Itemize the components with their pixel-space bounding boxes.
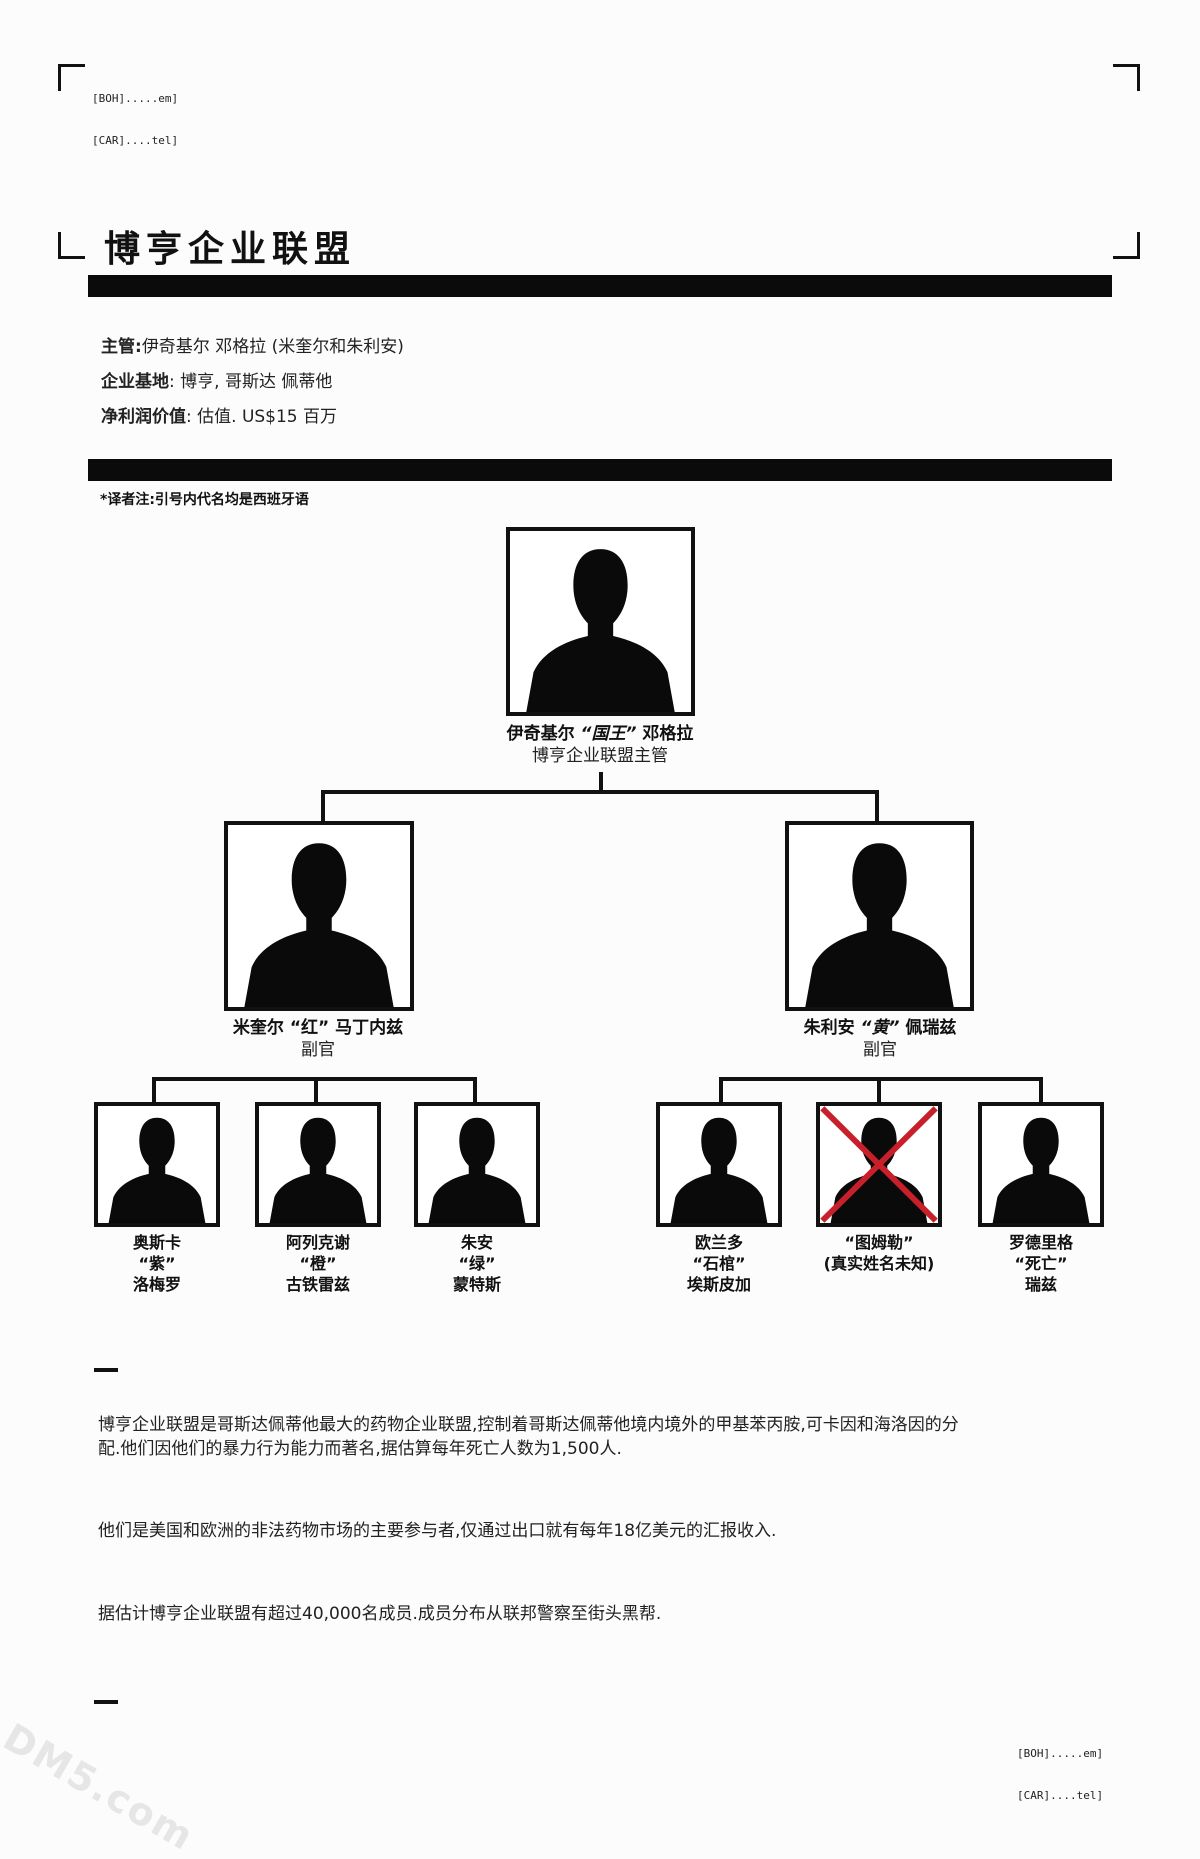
portrait-member-6 — [978, 1102, 1104, 1227]
member-3-nickname: “绿” — [458, 1254, 496, 1273]
info-profit: 净利润价值: 估值. US$15 百万 — [101, 402, 337, 427]
caption-member-4: 欧兰多 “石棺” 埃斯皮加 — [639, 1232, 799, 1295]
divider-bar-top — [88, 275, 1112, 297]
leader-name-last: 邓格拉 — [636, 724, 694, 744]
caption-member-5: “图姆勒” (真实姓名未知) — [794, 1232, 964, 1274]
translator-note: *译者注:引号内代名均是西班牙语 — [100, 492, 309, 508]
lieutenant-left-role: 副官 — [301, 1040, 335, 1060]
caption-member-6: 罗德里格 “死亡” 瑞兹 — [961, 1232, 1121, 1295]
frame-corner-top-left — [58, 64, 85, 91]
portrait-leader — [506, 527, 695, 716]
silhouette-icon — [830, 1117, 928, 1223]
member-6-surname: 瑞兹 — [1024, 1275, 1057, 1294]
caption-leader: 伊奇基尔 “国王” 邓格拉 博亨企业联盟主管 — [440, 723, 760, 767]
connector-right-horizontal — [719, 1077, 1043, 1081]
frame-corner-title-left — [58, 232, 85, 259]
header-code-line-2: [CAR]....tel] — [92, 134, 179, 147]
footer-code-line-1: [BOH].....em] — [1017, 1747, 1104, 1760]
member-6-nickname: “死亡” — [1014, 1254, 1068, 1273]
member-2-name: 阿列克谢 — [285, 1233, 350, 1252]
lieutenant-right-nickname: “黄” — [860, 1018, 900, 1038]
member-5-name: “图姆勒” — [844, 1233, 914, 1252]
info-base-label: 企业基地 — [101, 372, 169, 392]
member-1-nickname: “紫” — [138, 1254, 176, 1273]
lieutenant-right-first: 朱利安 — [803, 1018, 861, 1038]
page-title: 博亨企业联盟 — [104, 229, 357, 270]
caption-member-3: 朱安 “绿” 蒙特斯 — [397, 1232, 557, 1295]
leader-name-first: 伊奇基尔 — [506, 724, 581, 744]
header-code-line-1: [BOH].....em] — [92, 92, 179, 105]
member-1-surname: 洛梅罗 — [132, 1275, 181, 1294]
portrait-lieutenant-right — [785, 821, 974, 1011]
connector-left-drop-2 — [314, 1077, 318, 1103]
caption-member-1: 奥斯卡 “紫” 洛梅罗 — [77, 1232, 237, 1295]
info-profit-label: 净利润价值 — [101, 407, 186, 427]
lieutenant-left-name: 米奎尔 “红” 马丁内兹 — [232, 1018, 404, 1038]
connector-top-left-drop — [321, 790, 325, 822]
footer-code: [BOH].....em] [CAR]....tel] — [1017, 1719, 1103, 1817]
section-dash-top — [94, 1368, 118, 1372]
connector-right-drop-1 — [719, 1077, 723, 1103]
watermark-logo: DM5.com — [0, 1715, 203, 1859]
leader-role: 博亨企业联盟主管 — [532, 746, 668, 766]
paragraph-3: 据估计博亨企业联盟有超过40,000名成员.成员分布从联邦警察至街头黑帮. — [98, 1604, 662, 1624]
member-4-nickname: “石棺” — [692, 1254, 746, 1273]
portrait-member-4 — [656, 1102, 782, 1227]
header-code: [BOH].....em] [CAR]....tel] — [92, 64, 178, 162]
portrait-member-1 — [94, 1102, 220, 1227]
silhouette-icon — [244, 843, 394, 1007]
silhouette-icon — [526, 549, 675, 712]
paragraph-1: 博亨企业联盟是哥斯达佩蒂他最大的药物企业联盟,控制着哥斯达佩蒂他境内境外的甲基苯… — [98, 1415, 959, 1459]
member-3-name: 朱安 — [460, 1233, 493, 1252]
connector-top-right-drop — [875, 790, 879, 822]
member-5-note: (真实姓名未知) — [823, 1254, 935, 1273]
frame-corner-title-right — [1113, 232, 1140, 259]
member-3-surname: 蒙特斯 — [452, 1275, 501, 1294]
lieutenant-right-name: 朱利安 “黄” 佩瑞兹 — [730, 1017, 1030, 1039]
divider-bar-bottom — [88, 459, 1112, 481]
paragraph-2: 他们是美国和欧洲的非法药物市场的主要参与者,仅通过出口就有每年18亿美元的汇报收… — [98, 1521, 777, 1541]
caption-lieutenant-left: 米奎尔 “红” 马丁内兹 副官 — [168, 1017, 468, 1061]
info-leader-value: 伊奇基尔 邓格拉 (米奎尔和朱利安) — [141, 337, 404, 357]
silhouette-icon — [108, 1117, 206, 1223]
silhouette-icon — [269, 1117, 367, 1223]
info-base: 企业基地: 博亨, 哥斯达 佩蒂他 — [101, 367, 332, 392]
silhouette-icon — [805, 843, 954, 1007]
portrait-lieutenant-left — [224, 821, 414, 1011]
portrait-member-5-crossed — [816, 1102, 942, 1227]
leader-nickname: “国王” — [580, 724, 637, 744]
lieutenant-right-last: 佩瑞兹 — [899, 1018, 957, 1038]
silhouette-icon — [428, 1117, 526, 1223]
info-leader: 主管:伊奇基尔 邓格拉 (米奎尔和朱利安) — [101, 332, 404, 357]
connector-right-drop-2 — [877, 1077, 881, 1103]
footer-code-line-2: [CAR]....tel] — [1017, 1789, 1104, 1802]
member-1-name: 奥斯卡 — [132, 1233, 181, 1252]
lieutenant-right-role: 副官 — [863, 1040, 897, 1060]
member-6-name: 罗德里格 — [1008, 1233, 1073, 1252]
connector-left-drop-3 — [473, 1077, 477, 1103]
member-4-name: 欧兰多 — [694, 1233, 743, 1252]
portrait-member-2 — [255, 1102, 381, 1227]
caption-lieutenant-right: 朱利安 “黄” 佩瑞兹 副官 — [730, 1017, 1030, 1061]
member-2-surname: 古铁雷兹 — [285, 1275, 350, 1294]
silhouette-icon — [992, 1117, 1090, 1223]
info-profit-value: : 估值. US$15 百万 — [186, 407, 338, 427]
frame-corner-top-right — [1113, 64, 1140, 91]
connector-right-drop-3 — [1039, 1077, 1043, 1103]
leader-name: 伊奇基尔 “国王” 邓格拉 — [440, 723, 760, 745]
caption-member-2: 阿列克谢 “橙” 古铁雷兹 — [238, 1232, 398, 1295]
portrait-member-3 — [414, 1102, 540, 1227]
red-cross-icon — [820, 1106, 938, 1223]
connector-top-stem — [599, 772, 603, 792]
connector-top-horizontal — [321, 790, 879, 794]
info-leader-label: 主管: — [101, 337, 142, 357]
silhouette-icon — [670, 1117, 768, 1223]
member-4-surname: 埃斯皮加 — [686, 1275, 751, 1294]
connector-left-drop-1 — [152, 1077, 156, 1103]
member-2-nickname: “橙” — [299, 1254, 337, 1273]
section-dash-bottom — [94, 1700, 118, 1704]
info-base-value: : 博亨, 哥斯达 佩蒂他 — [169, 372, 333, 392]
